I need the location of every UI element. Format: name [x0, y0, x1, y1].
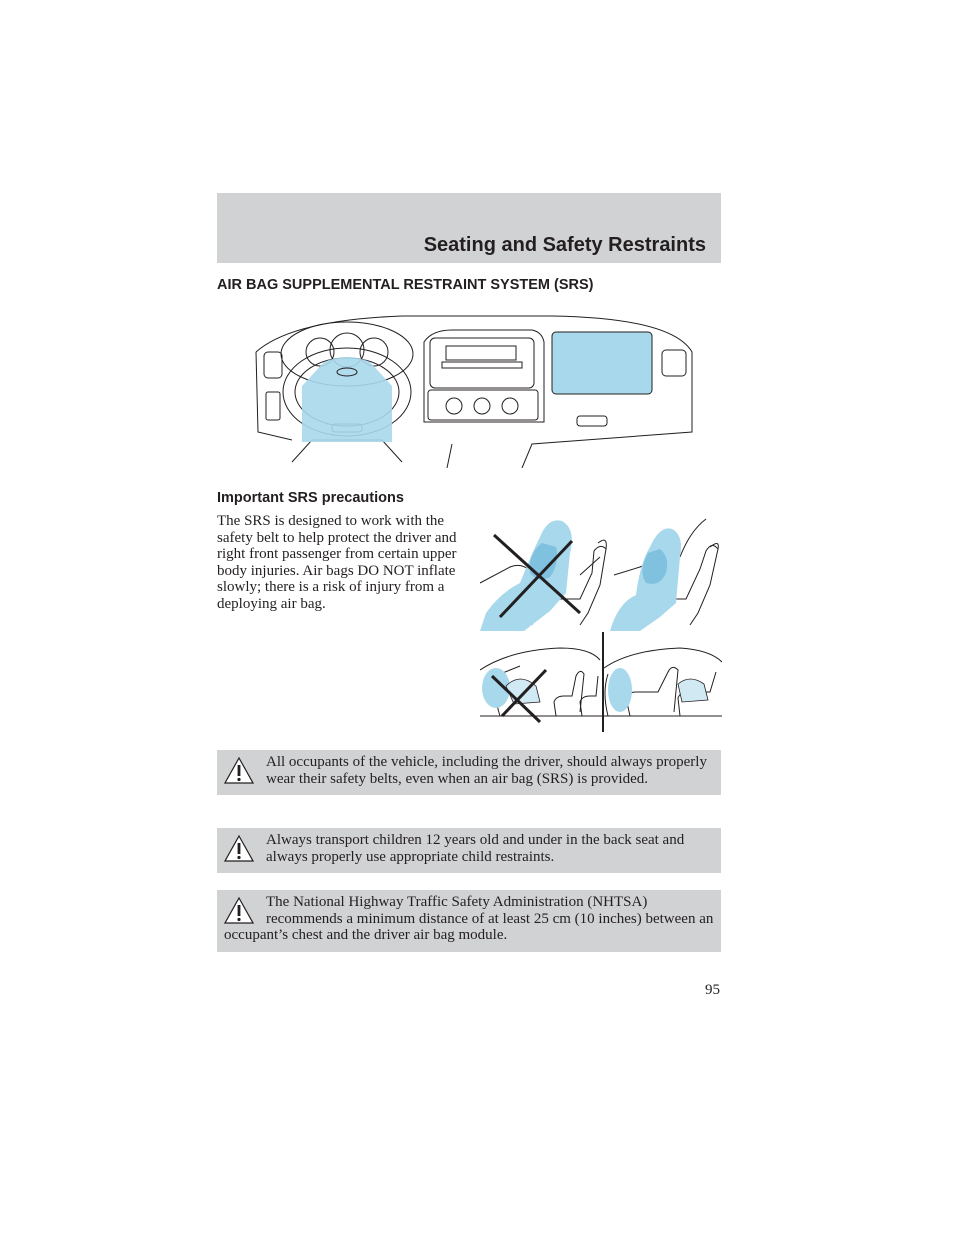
precautions-body: The SRS is designed to work with the saf… — [217, 513, 457, 612]
warning-box: The National Highway Traffic Safety Admi… — [217, 890, 721, 952]
warning-text: Always transport children 12 years old a… — [266, 832, 685, 865]
occupant-position-illustration — [480, 518, 719, 631]
warning-triangle-icon — [224, 756, 254, 784]
warning-text: All occupants of the vehicle, including … — [266, 754, 707, 787]
chapter-title: Seating and Safety Restraints — [423, 234, 706, 256]
dashboard-airbag-illustration — [255, 315, 693, 468]
warning-text: The National Highway Traffic Safety Admi… — [224, 894, 714, 943]
warning-box: All occupants of the vehicle, including … — [217, 750, 721, 795]
warning-box: Always transport children 12 years old a… — [217, 828, 721, 873]
section-heading: AIR BAG SUPPLEMENTAL RESTRAINT SYSTEM (S… — [217, 277, 594, 293]
warning-triangle-icon — [224, 834, 254, 862]
chapter-header-band: Seating and Safety Restraints — [217, 193, 721, 263]
warning-triangle-icon — [224, 896, 254, 924]
page-number: 95 — [705, 982, 720, 998]
child-seat-illustration — [480, 632, 722, 732]
precautions-heading: Important SRS precautions — [217, 490, 404, 506]
